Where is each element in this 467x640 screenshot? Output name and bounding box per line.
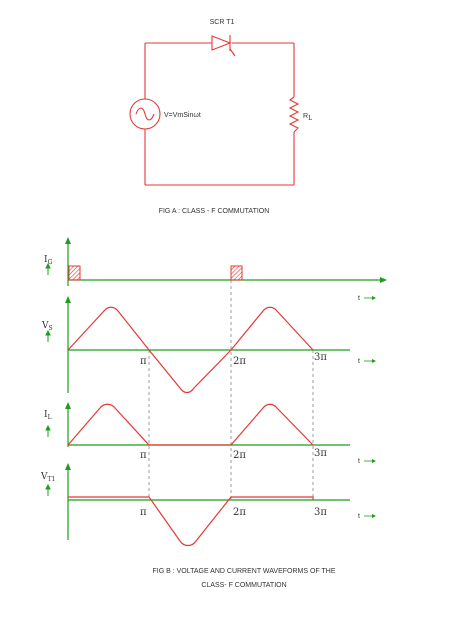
vs-tick-pi: π — [140, 356, 147, 367]
resistor-label: RL — [303, 113, 312, 122]
fig-b-caption-line1: FIG B : VOLTAGE AND CURRENT WAVEFORMS OF… — [152, 568, 335, 575]
fig-b-caption-line2: CLASS- F COMMUTATION — [201, 582, 286, 589]
circuit-diagram — [129, 35, 300, 186]
vt-tick-3pi: 3π — [314, 507, 327, 518]
time-label-vt: t — [358, 513, 376, 520]
il-waveform — [67, 403, 314, 446]
il-tick-pi: π — [140, 450, 147, 461]
svg-text:t: t — [358, 458, 360, 465]
vt-up-arrow-icon — [45, 483, 51, 496]
scr-icon — [211, 35, 236, 57]
svg-text:t: t — [358, 358, 360, 365]
ig-up-arrow-icon — [45, 262, 51, 275]
vs-up-arrow-icon — [45, 329, 51, 342]
il-axis-label: IL — [44, 410, 52, 421]
source-label: V=VmSinωt — [164, 112, 201, 119]
time-label-ig: t — [358, 295, 376, 302]
ig-axis-label: IG — [44, 255, 53, 266]
il-tick-2pi: 2π — [233, 450, 246, 461]
vs-waveform — [67, 306, 314, 394]
scr-label: SCR T1 — [210, 19, 235, 26]
resistor-icon — [288, 96, 300, 133]
time-label-il: t — [358, 458, 376, 465]
il-up-arrow-icon — [45, 424, 51, 437]
fig-a-caption: FIG A : CLASS - F COMMUTATION — [159, 208, 270, 215]
vt-axis-label: VT1 — [40, 472, 55, 483]
time-label-vs: t — [358, 358, 376, 365]
il-tick-3pi: 3π — [314, 448, 327, 459]
vs-tick-2pi: 2π — [233, 356, 246, 367]
vs-tick-3pi: 3π — [314, 352, 327, 363]
dashed-guides — [148, 280, 314, 500]
svg-text:t: t — [358, 295, 360, 302]
ac-source-icon — [129, 98, 161, 130]
gate-pulse-1 — [68, 265, 81, 281]
vt-tick-2pi: 2π — [233, 507, 246, 518]
svg-text:t: t — [358, 513, 360, 520]
vt-waveform — [68, 496, 314, 547]
vs-axis-label: VS — [41, 321, 53, 332]
gate-pulse-2 — [230, 265, 243, 281]
vt-tick-pi: π — [140, 507, 147, 518]
